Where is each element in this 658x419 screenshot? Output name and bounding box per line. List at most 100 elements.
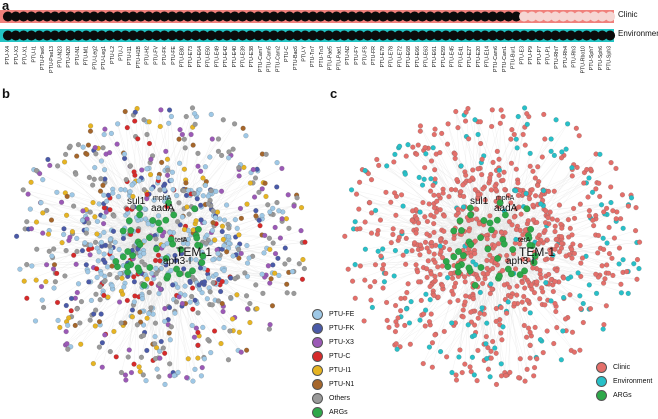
network-node (419, 298, 424, 303)
network-node (516, 114, 521, 119)
network-node (279, 166, 284, 171)
network-node (430, 340, 435, 345)
network-node (40, 177, 45, 182)
network-node (453, 109, 458, 114)
network-node (39, 200, 44, 205)
network-node (389, 240, 394, 245)
legend-swatch (596, 376, 607, 387)
network-node (509, 161, 514, 166)
network-node (393, 329, 398, 334)
network-node (442, 329, 447, 334)
network-node (44, 262, 49, 267)
network-node (34, 247, 39, 252)
network-node (601, 236, 606, 241)
network-node (101, 145, 106, 150)
network-node (553, 309, 558, 314)
network-node (180, 132, 185, 137)
network-node (97, 319, 102, 324)
network-node (449, 187, 454, 192)
network-node (577, 293, 582, 298)
arg-node (487, 220, 493, 226)
network-node (115, 275, 120, 280)
network-node (168, 337, 173, 342)
network-node (410, 208, 415, 213)
network-node (481, 271, 486, 276)
legend-label: PTU-FK (329, 325, 354, 332)
network-node (559, 226, 564, 231)
network-node (167, 108, 172, 113)
network-node (286, 192, 291, 197)
network-node (168, 373, 173, 378)
legend-label: PTU-I1 (329, 367, 351, 374)
environment-membership-dot (605, 31, 615, 41)
network-node (283, 262, 288, 267)
network-node (108, 237, 113, 242)
network-node (601, 210, 606, 215)
network-node (535, 164, 540, 169)
network-node (431, 183, 436, 188)
network-node (91, 200, 96, 205)
network-node (587, 208, 592, 213)
network-node (427, 345, 432, 350)
network-node (93, 240, 98, 245)
network-node (192, 111, 197, 116)
network-node (535, 183, 540, 188)
ptu-axis-label: PTU-P1 (546, 46, 552, 65)
network-node (487, 213, 492, 218)
network-node (193, 298, 198, 303)
network-node (541, 350, 546, 355)
network-node (578, 261, 583, 266)
network-node (388, 200, 393, 205)
legend-label: PTU-FE (329, 311, 354, 318)
network-node (458, 348, 463, 353)
network-node (231, 147, 236, 152)
network-node (93, 308, 98, 313)
arg-node (124, 269, 130, 275)
network-node (369, 177, 374, 182)
network-node (471, 296, 476, 301)
network-node (551, 289, 556, 294)
network-node (507, 219, 512, 224)
network-node (185, 205, 190, 210)
arg-node (481, 217, 487, 223)
network-node (149, 281, 154, 286)
network-node (254, 214, 259, 219)
network-node (104, 199, 109, 204)
network-node (22, 279, 27, 284)
network-node (102, 127, 107, 132)
network-node (522, 323, 527, 328)
network-node (531, 373, 536, 378)
network-node (428, 284, 433, 289)
network-node (145, 316, 150, 321)
network-node (594, 291, 599, 296)
network-node (74, 154, 79, 159)
network-node (559, 357, 564, 362)
network-node (88, 129, 93, 134)
network-node (593, 272, 598, 277)
network-node (157, 356, 162, 361)
network-node (153, 258, 158, 263)
network-node (546, 215, 551, 220)
network-node (521, 132, 526, 137)
network-node (381, 286, 386, 291)
network-node (484, 334, 489, 339)
network-node (394, 341, 399, 346)
network-node (136, 228, 141, 233)
network-node (97, 345, 102, 350)
network-node (253, 283, 258, 288)
network-node (198, 169, 203, 174)
ptu-axis-label: PTU-E49 (214, 46, 220, 67)
legend-item: PTU-I1 (312, 363, 354, 377)
network-node (554, 117, 559, 122)
network-node (88, 243, 93, 248)
network-node (490, 339, 495, 344)
network-node (196, 330, 201, 335)
network-node (393, 152, 398, 157)
network-node (514, 293, 519, 298)
network-node (237, 330, 242, 335)
arg-node (147, 264, 153, 270)
network-node (572, 350, 577, 355)
network-node (89, 298, 94, 303)
network-node (459, 164, 464, 169)
ptu-axis-label: PTU-Rh3 (572, 46, 578, 68)
